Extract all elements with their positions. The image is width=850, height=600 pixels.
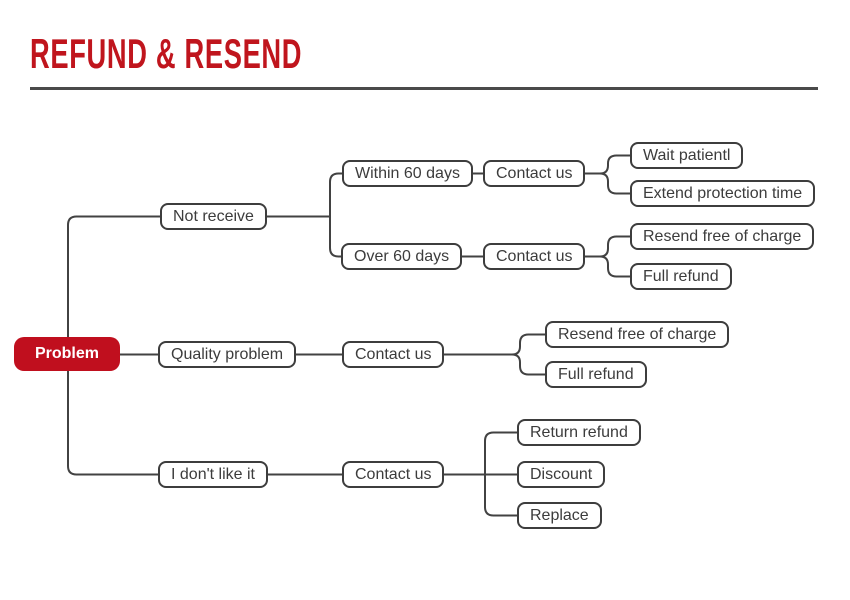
node-resend-free-of-charge-2: Resend free of charge [545,321,730,348]
connector-not-receive-to-within-60-days [329,172,351,218]
node-wait-patientl: Wait patientl [630,142,744,169]
page-title: REFUND & RESEND [30,30,303,77]
connector-problem-to-i-dont-like-it [67,359,169,476]
title-underline [30,87,818,90]
connector-contact-us-4-to-replace [484,473,525,517]
node-i-dont-like-it: I don't like it [158,461,268,488]
node-discount: Discount [517,461,606,488]
node-over-60-days: Over 60 days [341,243,463,270]
connector-problem-to-not-receive [67,215,169,351]
connector-contact-us-2-to-full-refund [599,255,637,278]
connector-contact-us-3-to-resend-free-of-charge [511,333,553,356]
node-contact-us-4: Contact us [342,461,445,488]
node-resend-free-of-charge-1: Resend free of charge [630,223,815,250]
connector-contact-us-1-to-wait-patientl [599,154,637,175]
node-quality-problem: Quality problem [158,341,297,368]
node-replace: Replace [517,502,602,529]
node-contact-us-2: Contact us [483,243,586,270]
connector-contact-us-1-to-extend-protection-time [599,172,637,195]
connector-contact-us-2-to-resend-free-of-charge [599,235,637,258]
node-extend-protection-time: Extend protection time [630,180,816,207]
node-problem: Problem [14,337,120,371]
node-not-receive: Not receive [160,203,267,230]
connector-contact-us-4-to-return-refund [484,431,525,476]
node-full-refund-2: Full refund [545,361,647,388]
node-contact-us-3: Contact us [342,341,445,368]
connector-contact-us-3-to-full-refund [511,353,553,376]
node-return-refund: Return refund [517,419,641,446]
node-full-refund-1: Full refund [630,263,732,290]
connector-not-receive-to-over-60-days [329,215,351,258]
node-contact-us-1: Contact us [483,160,586,187]
node-within-60-days: Within 60 days [342,160,473,187]
